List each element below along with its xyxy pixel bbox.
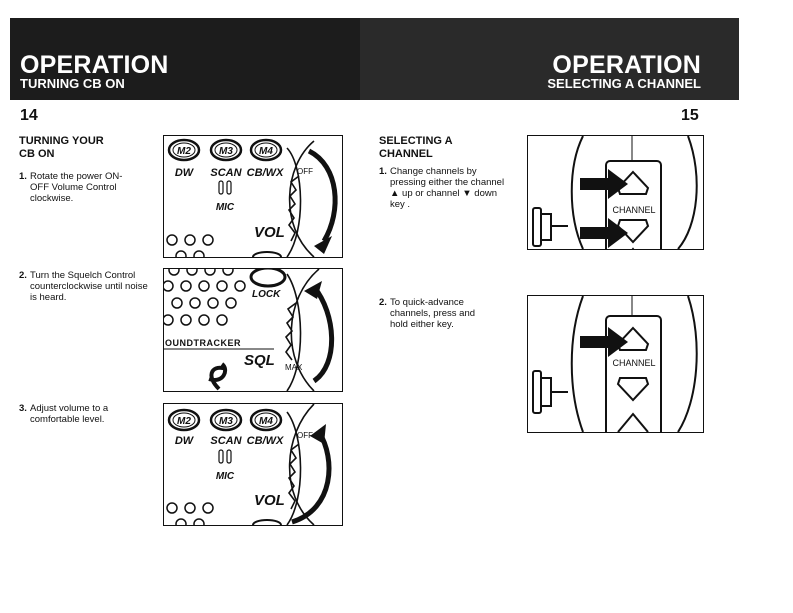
mic-label: MIC [216,471,235,482]
off-label: OFF [297,431,313,440]
step-text: Change channels by pressing either the c… [390,166,505,210]
m3-label: M3 [219,416,233,427]
speaker-holes [166,502,214,525]
m3-label: M3 [219,146,233,157]
figure-volume-on: M2 M3 M4 DW SCAN CB/WX MIC VOL OFF [163,135,343,258]
right-heading-line-2: CHANNEL [379,148,433,160]
step-text: To quick-advance channels, press and hol… [390,297,476,330]
dw-label: DW [175,435,195,447]
step-number: 2. [379,297,387,308]
figure-adjust-volume: M2 M3 M4 DW SCAN CB/WX MIC VOL OFF [163,403,343,526]
left-step-2: 2. Turn the Squelch Control counterclock… [19,270,151,303]
arrow-head-icon [310,424,326,444]
brand-label: OUNDTRACKER [165,338,241,348]
step-number: 1. [379,166,387,177]
left-page-number: 14 [20,107,38,124]
channel-down-key [616,219,650,244]
m4-label: M4 [259,416,273,427]
left-banner-title: OPERATION [20,51,169,79]
max-label: MAX [285,363,303,372]
cbwx-label: CB/WX [247,167,284,179]
speaker-holes [164,269,246,326]
left-step-1: 1. Rotate the power ON-OFF Volume Contro… [19,171,139,204]
m4-button: M4 [249,138,283,162]
left-step-3: 3. Adjust volume to a comfortable level. [19,403,129,425]
clockwise-arrow-icon [307,148,338,243]
mic-label: MIC [216,202,235,213]
channel-key-bottom [617,412,649,432]
channel-label: CHANNEL [612,205,655,215]
counterclockwise-arrow-icon [312,285,335,384]
volume-knob [286,404,315,525]
step-number: 2. [19,270,27,281]
scan-label: SCAN [210,167,242,179]
right-heading-line-1: SELECTING A [379,135,453,147]
m2-button: M2 [167,138,201,162]
sql-label: SQL [244,352,275,369]
mic-body [532,136,698,249]
right-page-number: 15 [681,107,699,124]
m2-label: M2 [177,146,191,157]
arrow-right-icon [580,218,628,248]
left-heading-line-2: CB ON [19,148,55,160]
squelch-knob [284,269,320,391]
m2-label: M2 [177,416,191,427]
m2-button: M2 [167,408,201,432]
right-section-heading: SELECTING A CHANNEL [379,135,453,161]
arrow-head-icon [304,281,322,299]
lock-label: LOCK [252,289,281,300]
m3-button: M3 [209,138,243,162]
right-step-1: 1. Change channels by pressing either th… [379,166,507,210]
right-banner: OPERATION SELECTING A CHANNEL [360,18,739,100]
dw-label: DW [175,167,195,179]
vol-label: VOL [254,492,285,509]
m4-label: M4 [259,146,273,157]
arrow-head-icon [314,236,332,254]
arrow-right-icon [580,327,628,357]
figure-channel-keys: CHANNEL [527,135,704,250]
step-number: 3. [19,403,27,414]
channel-down-key [616,377,650,402]
off-label: OFF [297,167,313,176]
cbwx-label: CB/WX [247,435,284,447]
figure-squelch: LOCK SQL MAX OUNDTRACKER [163,268,343,392]
step-text: Turn the Squelch Control counterclockwis… [30,270,148,303]
step-text: Adjust volume to a comfortable level. [30,403,109,425]
volume-knob [286,140,315,257]
left-banner: OPERATION TURNING CB ON [10,18,360,100]
scan-label: SCAN [210,435,242,447]
arrow-right-icon [580,169,628,199]
right-banner-title: OPERATION [552,51,701,79]
m3-button: M3 [209,408,243,432]
mic-body [532,296,698,432]
speaker-holes [166,234,214,257]
left-section-heading: TURNING YOUR CB ON [19,135,104,161]
vol-label: VOL [254,224,285,241]
step-text: Rotate the power ON-OFF Volume Control c… [30,171,123,204]
figure-quick-advance: CHANNEL [527,295,704,433]
right-banner-subtitle: SELECTING A CHANNEL [547,76,701,91]
right-step-2: 2. To quick-advance channels, press and … [379,297,489,330]
channel-label: CHANNEL [612,358,655,368]
step-number: 1. [19,171,27,182]
m4-button: M4 [249,408,283,432]
left-heading-line-1: TURNING YOUR [19,135,104,147]
left-banner-subtitle: TURNING CB ON [20,76,125,91]
